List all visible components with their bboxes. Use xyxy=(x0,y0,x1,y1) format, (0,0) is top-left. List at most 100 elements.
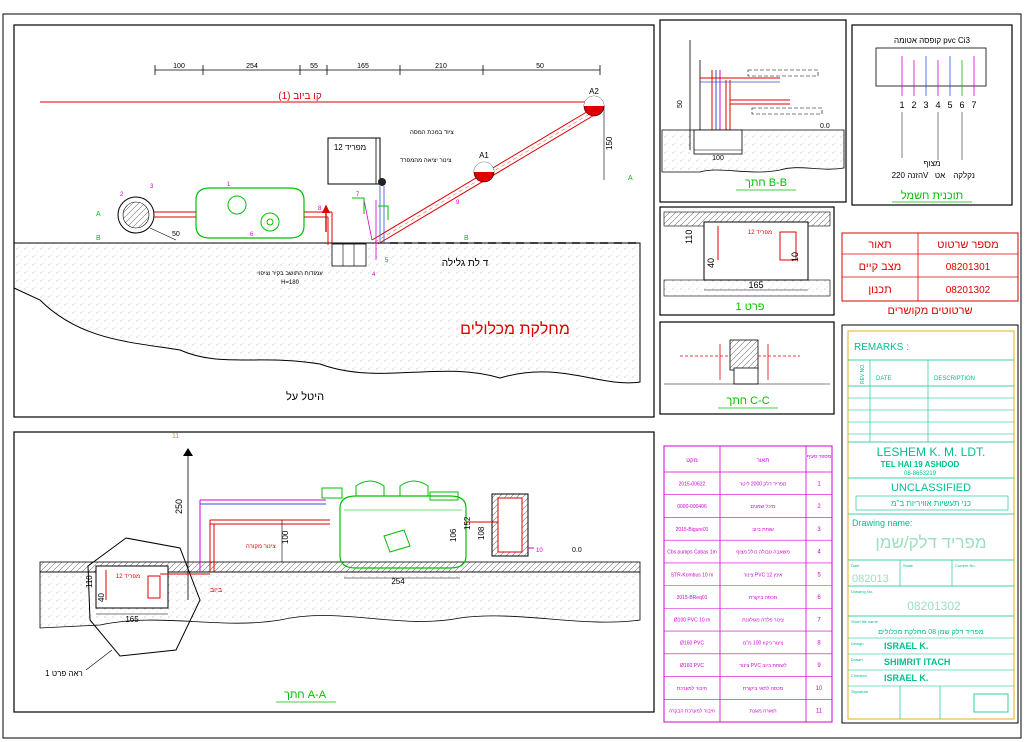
detail1-dim-165: 165 xyxy=(748,280,763,290)
plan-dim-3: 165 xyxy=(357,63,369,70)
bb-dim-50: 50 xyxy=(677,100,684,108)
aa-dim-152: 152 xyxy=(463,516,472,530)
plan-item-1: 1 xyxy=(227,182,231,188)
company-address: TEL HAI 19 ASHDOD xyxy=(881,460,960,469)
plan-section-a-left: A xyxy=(96,211,101,218)
company-phone: 08-8653219 xyxy=(904,471,937,477)
separator-tank xyxy=(195,187,305,239)
section-aa-caption: חתך A-A xyxy=(284,689,327,701)
items-row-code: 2015-00622 xyxy=(679,481,706,487)
detail1-dim-10: 10 xyxy=(790,252,800,262)
linked-header-desc: תאור xyxy=(868,239,891,251)
aa-dim-250: 250 xyxy=(174,499,184,514)
design-label: Design xyxy=(851,641,863,646)
items-row-desc: משאבה טבולה כולל מצוף xyxy=(736,549,790,556)
plan-item-4: 4 xyxy=(372,272,376,278)
terminal-4: 4 xyxy=(935,100,940,110)
sheet-border xyxy=(2,13,1022,739)
detail1-caption: פרט 1 xyxy=(736,301,765,313)
terminal-3: 3 xyxy=(923,100,928,110)
department-label: מחלקת מכלולים xyxy=(460,320,570,338)
rolling-door-label: ד לת גלילה xyxy=(442,257,489,269)
linked-row-2-number: 08201302 xyxy=(946,285,991,296)
section-aa: מפריד 12 110 40 165 ראה פרט 1 11 250 צינ… xyxy=(13,431,655,713)
items-header-desc: תאור xyxy=(757,458,770,464)
items-row-desc: מפריד דלק 2000 ליטר xyxy=(740,480,787,487)
plan-dim-150: 150 xyxy=(605,136,614,150)
file-name: מפריד דלק שמן 08 מחלקת מכלולים xyxy=(878,628,984,636)
project-name: כני תעשיות אוויריות ב"מ xyxy=(891,499,971,508)
items-row-number: 4 xyxy=(817,550,821,556)
electric-caption: תוכנית חשמל xyxy=(901,189,963,202)
separator-label: מפריד 12 xyxy=(334,143,366,152)
electric-power-label: הזנה 220V xyxy=(892,171,929,180)
plan-section-b-left: B xyxy=(96,235,101,242)
aa-label-pipe: צינור מקורה xyxy=(246,544,276,550)
plan-ground xyxy=(13,242,641,384)
electric-label-at: אט xyxy=(935,171,945,180)
title-block: REMARKS : REV NO. DATE DESCRIPTION LESHE… xyxy=(841,324,1019,724)
terminal-6: 6 xyxy=(959,100,964,110)
plan-view: 100 254 55 165 210 50 קו ביוב (1) A2 150… xyxy=(13,24,655,418)
designer: ISRAEL K. xyxy=(884,641,928,651)
classification: UNCLASSIFIED xyxy=(891,482,971,494)
items-row-number: 1 xyxy=(817,481,821,487)
plan-item-5: 5 xyxy=(385,258,389,264)
plan-note-1: עמודות התושב בקיר וציפוי xyxy=(257,271,323,277)
items-row-code: Ø100 PVC 10 m xyxy=(674,618,710,624)
aa-item-11: 11 xyxy=(172,433,179,440)
plan-item-3: 3 xyxy=(150,184,154,190)
marker-a1-label: A1 xyxy=(479,151,489,160)
remarks-label: REMARKS : xyxy=(854,342,909,353)
linked-caption: שרטוטים מקושרים xyxy=(887,305,972,317)
plan-dim-0: 100 xyxy=(173,63,185,70)
plan-item-7: 7 xyxy=(356,192,360,198)
items-row-code: Ø160 PVC xyxy=(680,663,704,669)
items-row-desc: שוחת ביוב xyxy=(752,527,774,533)
marker-a2-label: A2 xyxy=(589,87,599,96)
section-bb: 100 50 0.0 חתך B-B xyxy=(659,19,847,203)
aa-level: 0.0 xyxy=(572,547,582,554)
detail1-label: מפריד 12 xyxy=(748,230,772,236)
plan-note-2: H=180 xyxy=(281,280,300,286)
plan-note-3: ציוד במכת המסה xyxy=(410,130,454,136)
aa-dim-106: 106 xyxy=(449,528,458,542)
items-row-desc: מכסה ביקורת xyxy=(749,595,778,601)
sheet-label: Current No. xyxy=(955,563,976,568)
scale-label: Scale xyxy=(903,563,914,568)
items-row-code: 2015-BReq01 xyxy=(677,595,708,601)
col-date: DATE xyxy=(876,376,892,382)
detail-1: מפריד 12 110 40 10 165 פרט 1 xyxy=(659,206,835,316)
sewer-line-label: קו ביוב (1) xyxy=(278,91,322,102)
items-row-desc: מיכל שמנים xyxy=(751,503,776,510)
items-row-code: 2015-Bigure01 xyxy=(676,527,709,533)
plan-item-8: 8 xyxy=(318,206,322,212)
items-row-number: 10 xyxy=(816,686,823,692)
plan-frame xyxy=(13,24,655,418)
drawing-date: 082013 xyxy=(852,573,889,585)
items-row-number: 8 xyxy=(817,640,821,646)
checked-label: Checked xyxy=(851,673,867,678)
drawing-number: 08201302 xyxy=(907,599,961,613)
section-cc: חתך C-C xyxy=(659,321,835,415)
terminal-7: 7 xyxy=(971,100,976,110)
aa-dim-254: 254 xyxy=(391,577,405,586)
items-row-desc: מכסה לתאי ביקורת xyxy=(743,685,784,692)
items-row-number: 2 xyxy=(817,504,821,510)
aa-label-sewer: ביוב xyxy=(210,587,222,594)
electric-label-float: מצוף xyxy=(924,159,941,168)
plan-note-4: צינור יציאה מהמפרד xyxy=(400,158,452,164)
items-row-number: 6 xyxy=(817,595,821,601)
items-row-code: STR-Kombus 10 m xyxy=(671,572,714,578)
drawing-name: מפריד דלק/שמן xyxy=(875,533,986,552)
linked-drawings-table: מספר שרטוט תאור 08201301 מצב קיים 082013… xyxy=(841,232,1019,317)
aa-item-10: 10 xyxy=(536,548,543,554)
date-label: Date xyxy=(851,563,860,568)
plan-dim-1: 254 xyxy=(246,63,258,70)
drawing-name-label: Drawing name: xyxy=(852,518,913,528)
items-row-number: 11 xyxy=(816,709,823,715)
items-row-code: 0000-000406 xyxy=(677,504,707,510)
items-row-number: 5 xyxy=(817,572,821,578)
